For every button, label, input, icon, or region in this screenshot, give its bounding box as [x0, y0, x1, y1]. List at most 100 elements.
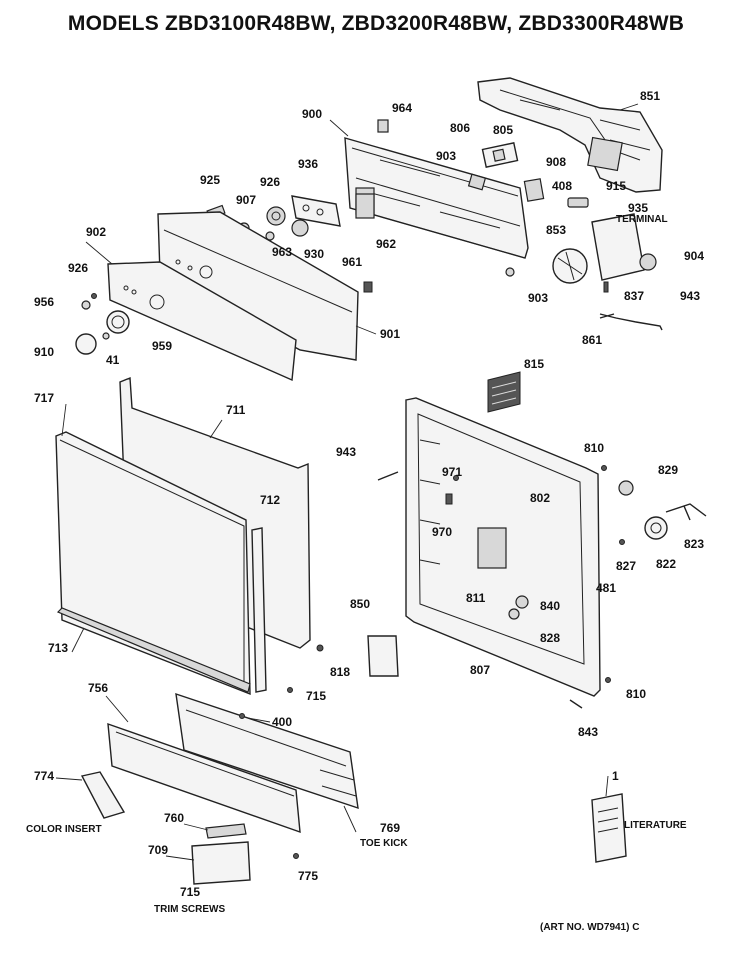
callout-label: 925: [200, 173, 220, 187]
part-970-clip: [445, 493, 453, 505]
part-769-toe-kick: [175, 692, 359, 810]
callout-label: 926: [260, 175, 280, 189]
callout-label: 775: [298, 869, 318, 883]
part-709-trim: [191, 841, 251, 885]
callout-label: 900: [302, 107, 322, 121]
callout-label: 904: [684, 249, 704, 263]
callout-label: 1: [612, 769, 619, 783]
callout-label: 715: [306, 689, 326, 703]
part-775-screw: [293, 853, 299, 859]
part-903-grommet: [505, 267, 515, 277]
callout-label: 822: [656, 557, 676, 571]
callout-label: 818: [330, 665, 350, 679]
callout-label: 907: [236, 193, 256, 207]
part-971-screw: [453, 475, 459, 481]
callout-label: 901: [380, 327, 400, 341]
callout-label: 915: [606, 179, 626, 193]
caption-terminal: TERMINAL: [616, 214, 668, 225]
callout-label: 709: [148, 843, 168, 857]
part-829-cap: [618, 480, 634, 496]
callout-label: 712: [260, 493, 280, 507]
callout-label: 956: [34, 295, 54, 309]
part-805-806-switches: [481, 142, 519, 168]
callout-label: 807: [470, 663, 490, 677]
callout-label: 41: [106, 353, 120, 367]
callout-label: 400: [272, 715, 292, 729]
part-964-clip: [377, 119, 389, 133]
callout-label: 926: [68, 261, 88, 275]
caption-color-insert: COLOR INSERT: [26, 824, 102, 835]
part-715-screw: [287, 687, 293, 693]
part-760-trim: [205, 823, 247, 839]
part-810-screw-lower: [605, 677, 611, 683]
callout-label: 910: [34, 345, 54, 359]
callout-label: 828: [540, 631, 560, 645]
part-41-washer: [102, 332, 110, 340]
callout-label: 829: [658, 463, 678, 477]
callout-label: 903: [436, 149, 456, 163]
callout-label: 861: [582, 333, 602, 347]
part-840-arm: [515, 595, 529, 609]
callout-label: 959: [152, 339, 172, 353]
callout-label: 760: [164, 811, 184, 825]
part-400-screw: [239, 713, 245, 719]
callout-label: 481: [596, 581, 616, 595]
callout-label: 961: [342, 255, 362, 269]
part-851-vent-duct: [477, 77, 663, 193]
caption-trim-screws: TRIM SCREWS: [154, 904, 225, 915]
part-712-channel: [251, 527, 267, 693]
part-850-plate: [367, 635, 399, 677]
callout-label: 935: [628, 201, 648, 215]
part-756-lower-panel: [107, 722, 301, 834]
callout-label: 823: [684, 537, 704, 551]
caption-literature: LITERATURE: [624, 820, 687, 831]
part-822-rinse-cap: [644, 516, 668, 540]
callout-label: 711: [226, 403, 246, 417]
callout-label: 805: [493, 123, 513, 137]
callout-label: 903: [528, 291, 548, 305]
part-815-vent: [487, 371, 521, 413]
part-943-screw: [377, 471, 399, 481]
part-827-screw: [619, 539, 625, 545]
callout-label: 810: [626, 687, 646, 701]
callout-label: 810: [584, 441, 604, 455]
callout-label: 811: [466, 591, 486, 605]
part-908-selector: [523, 178, 545, 202]
callout-label: 769: [380, 821, 400, 835]
part-828-spring: [508, 608, 520, 620]
part-774-color-insert: [80, 771, 126, 819]
part-962-module: [355, 193, 375, 219]
caption-toe-kick: TOE KICK: [360, 838, 408, 849]
callout-labels: 851 964 900 806 805 903 908 936 926 925 …: [26, 89, 704, 933]
part-904-timer: [591, 213, 657, 281]
callout-label: 715: [180, 885, 200, 899]
callout-label: 853: [546, 223, 566, 237]
part-963-washer: [265, 231, 275, 241]
callout-label: 850: [350, 597, 370, 611]
part-810-screw: [601, 465, 607, 471]
callout-label: 936: [298, 157, 318, 171]
part-1-literature: [591, 793, 627, 863]
callout-label: 908: [546, 155, 566, 169]
part-930-gear: [291, 219, 309, 237]
callout-label: 963: [272, 245, 292, 259]
part-928-knob: [266, 206, 286, 226]
part-902-front-panel: [107, 261, 297, 382]
callout-label: 774: [34, 769, 54, 783]
callout-label: 970: [432, 525, 452, 539]
callout-label: 756: [88, 681, 108, 695]
part-926-screw: [91, 293, 97, 299]
callout-label: 930: [304, 247, 324, 261]
part-853-timer-dial: [552, 248, 588, 284]
callout-label: 840: [540, 599, 560, 613]
callout-label: 713: [48, 641, 68, 655]
part-713-trim: [56, 607, 251, 693]
callout-label: 827: [616, 559, 636, 573]
callout-label: 962: [376, 237, 396, 251]
callout-label: 717: [34, 391, 54, 405]
part-959-dial: [106, 310, 130, 334]
part-961-pin: [363, 281, 373, 293]
part-910-knob: [75, 333, 97, 355]
leader-lines: [55, 103, 639, 861]
